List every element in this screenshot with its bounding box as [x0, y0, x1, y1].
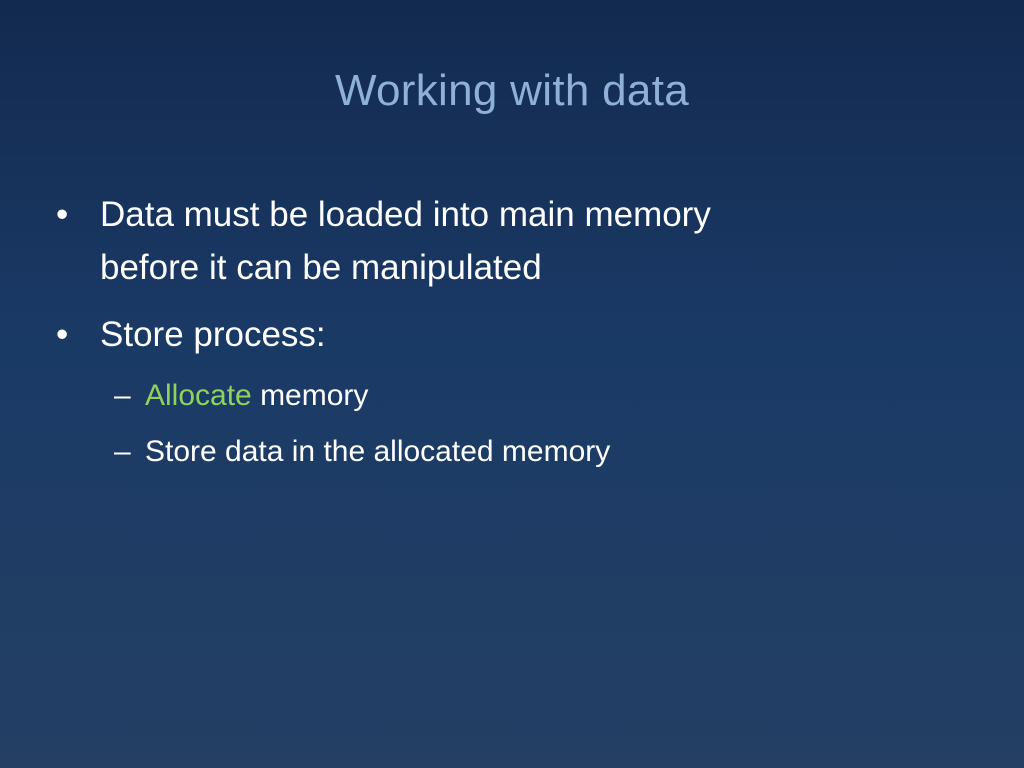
- sub-bullet-text: Store data in the allocated memory: [145, 435, 611, 468]
- highlighted-word: Allocate: [145, 379, 252, 412]
- bullet-item: • Store process:: [56, 308, 956, 361]
- bullet-text-line: Data must be loaded into main memory: [100, 195, 711, 234]
- sub-bullet-marker: –: [114, 435, 131, 468]
- bullet-marker: •: [56, 195, 69, 234]
- bullet-item: • Data must be loaded into main memory b…: [56, 188, 956, 294]
- slide-title: Working with data: [334, 66, 689, 115]
- slide-body: • Data must be loaded into main memory b…: [56, 188, 956, 487]
- sub-bullet-text: memory: [251, 379, 369, 412]
- bullet-text: Store process:: [100, 315, 326, 354]
- sub-bullet-marker: –: [114, 379, 131, 412]
- bullet-text-line: before it can be manipulated: [100, 248, 542, 287]
- sub-bullet-item: – Store data in the allocated memory: [56, 431, 956, 473]
- bullet-marker: •: [56, 315, 69, 354]
- sub-bullet-item: – Allocate memory: [56, 375, 956, 417]
